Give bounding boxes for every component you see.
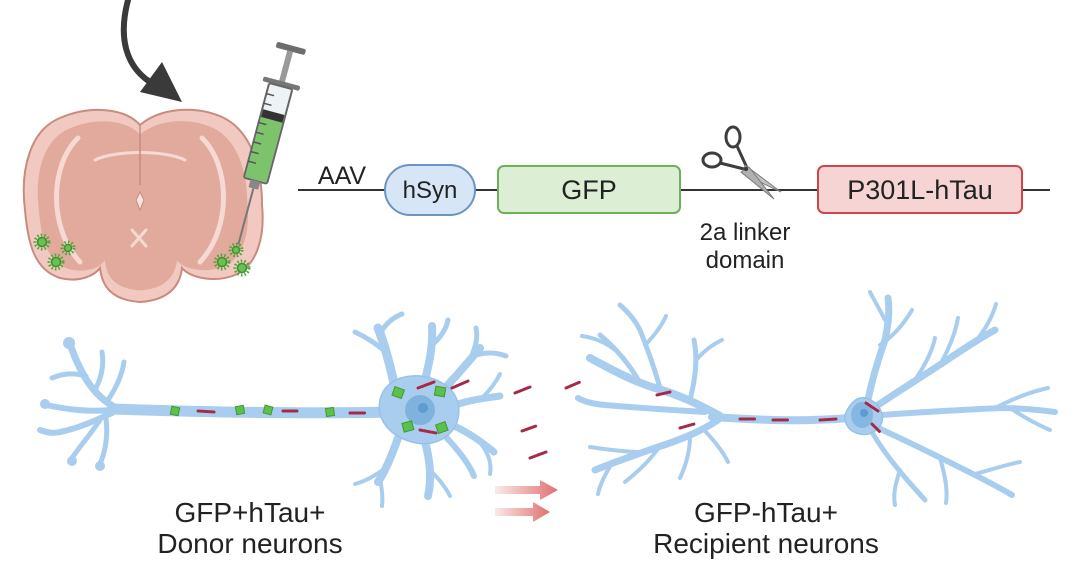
- recipient-neuron: [575, 290, 1058, 507]
- linker-label-line2: domain: [706, 247, 785, 274]
- ventricle: [135, 190, 145, 212]
- reporter-box: [497, 165, 681, 214]
- reporter-label: GFP: [561, 175, 617, 205]
- recipient-tau-fibrils: [655, 390, 882, 434]
- transfer-arrows: [495, 480, 558, 522]
- virus-particles-left: [33, 233, 76, 271]
- aav-construct: AAV hSyn GFP 2a linker domain P301L-hTau: [298, 125, 1050, 274]
- donor-axon-terminals: [37, 337, 127, 471]
- transfer-arrow-upper: [495, 480, 558, 500]
- recipient-label-line2: Recipient neurons: [653, 528, 879, 559]
- scissors-icon: [701, 125, 782, 200]
- donor-label-line2: Donor neurons: [157, 528, 342, 559]
- syringe-icon: [237, 42, 306, 245]
- virus-particles-right: [213, 242, 251, 277]
- brain-center-mark: [130, 228, 148, 248]
- brain-section-icon: [22, 108, 264, 304]
- aav-label: AAV: [318, 162, 366, 190]
- donor-label-line1: GFP+hTau+: [175, 497, 326, 528]
- donor-neuron: [37, 311, 509, 508]
- linker-label-line1: 2a linker: [700, 219, 791, 246]
- recipient-nucleus: [851, 402, 873, 428]
- payload-label: P301L-hTau: [847, 175, 993, 205]
- payload-box: [817, 165, 1023, 214]
- recipient-right-branches: [864, 290, 1058, 507]
- brain-inner: [37, 121, 248, 291]
- transfer-arrow-lower: [495, 502, 550, 522]
- donor-tau-fibrils: [196, 379, 470, 435]
- promoter-box: [384, 164, 476, 216]
- recipient-label-line1: GFP-hTau+: [694, 497, 838, 528]
- gfp-markers: [169, 385, 449, 435]
- released-tau-fibrils: [513, 380, 582, 460]
- white-matter-right: [197, 135, 226, 265]
- recipient-left-branches: [575, 302, 730, 496]
- donor-nucleus: [405, 395, 435, 425]
- curved-arrow-icon: [120, 0, 182, 102]
- promoter-label: hSyn: [403, 177, 458, 204]
